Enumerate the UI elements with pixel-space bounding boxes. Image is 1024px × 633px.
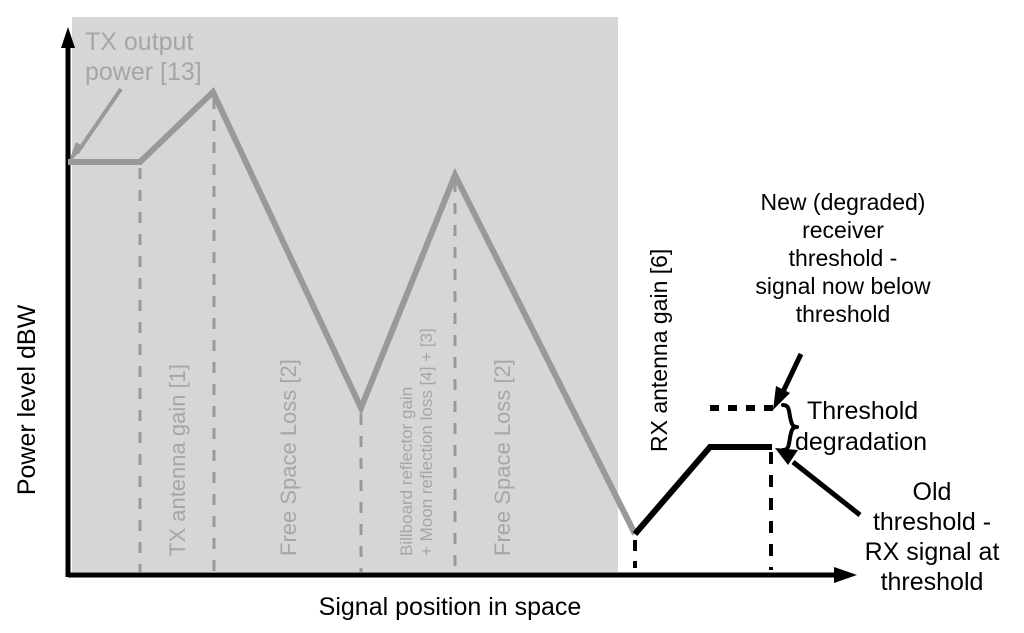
x-axis-arrowhead xyxy=(834,567,857,583)
gray-signal-trace xyxy=(68,86,638,536)
tx-output-power-line-1: TX output xyxy=(85,28,193,56)
new-threshold-line-2: receiver xyxy=(802,217,884,243)
label-billboard-reflector-gain-line2: + Moon reflection loss [4] + [3] xyxy=(417,328,436,556)
old-threshold-arrow-line xyxy=(791,460,862,517)
axes-group xyxy=(61,27,857,583)
label-tx-antenna-gain: TX antenna gain [1] xyxy=(165,364,190,556)
black-dashed-dividers xyxy=(633,452,773,570)
gray-dashed-dividers xyxy=(138,98,457,572)
threshold-degradation-brace xyxy=(781,403,799,452)
y-axis-label: Power level dBW xyxy=(13,304,41,495)
y-axis-arrowhead xyxy=(61,27,75,48)
new-threshold-arrowhead xyxy=(773,386,790,410)
new-threshold-line-3: threshold - xyxy=(789,245,898,271)
old-threshold-callout: Old threshold - RX signal at threshold xyxy=(865,478,1000,596)
shaded-transmit-region xyxy=(72,17,618,572)
old-threshold-line-2: threshold - xyxy=(873,508,991,536)
threshold-degradation-line-2: degradation xyxy=(795,428,927,456)
old-threshold-line-3: RX signal at xyxy=(865,538,1000,566)
new-threshold-callout: New (degraded) receiver threshold - sign… xyxy=(755,189,931,327)
x-axis-label: Signal position in space xyxy=(319,593,582,621)
new-threshold-line-1: New (degraded) xyxy=(761,189,926,215)
black-signal-trace xyxy=(632,444,772,536)
tx-output-power-arrowhead xyxy=(68,142,84,164)
label-free-space-loss-2: Free Space Loss [2] xyxy=(490,359,515,556)
new-threshold-arrow-line xyxy=(778,352,804,398)
old-threshold-line-4: threshold xyxy=(881,568,984,596)
threshold-degradation-line-1: Threshold xyxy=(807,397,918,425)
tx-output-power-callout: TX output power [13] xyxy=(85,28,202,86)
old-threshold-arrowhead xyxy=(775,448,798,465)
new-threshold-line-5: threshold xyxy=(796,301,891,327)
callout-arrows xyxy=(68,87,862,517)
label-rx-antenna-gain: RX antenna gain [6] xyxy=(646,249,672,452)
tx-output-power-line-2: power [13] xyxy=(85,58,202,86)
tx-output-power-arrow-line xyxy=(75,87,123,155)
new-threshold-line-4: signal now below xyxy=(755,273,931,299)
label-billboard-reflector-gain-line1: Billboard reflector gain xyxy=(397,387,416,556)
label-free-space-loss-1: Free Space Loss [2] xyxy=(276,359,301,556)
old-threshold-line-1: Old xyxy=(913,478,952,506)
threshold-degradation-callout: Threshold degradation xyxy=(795,397,927,456)
